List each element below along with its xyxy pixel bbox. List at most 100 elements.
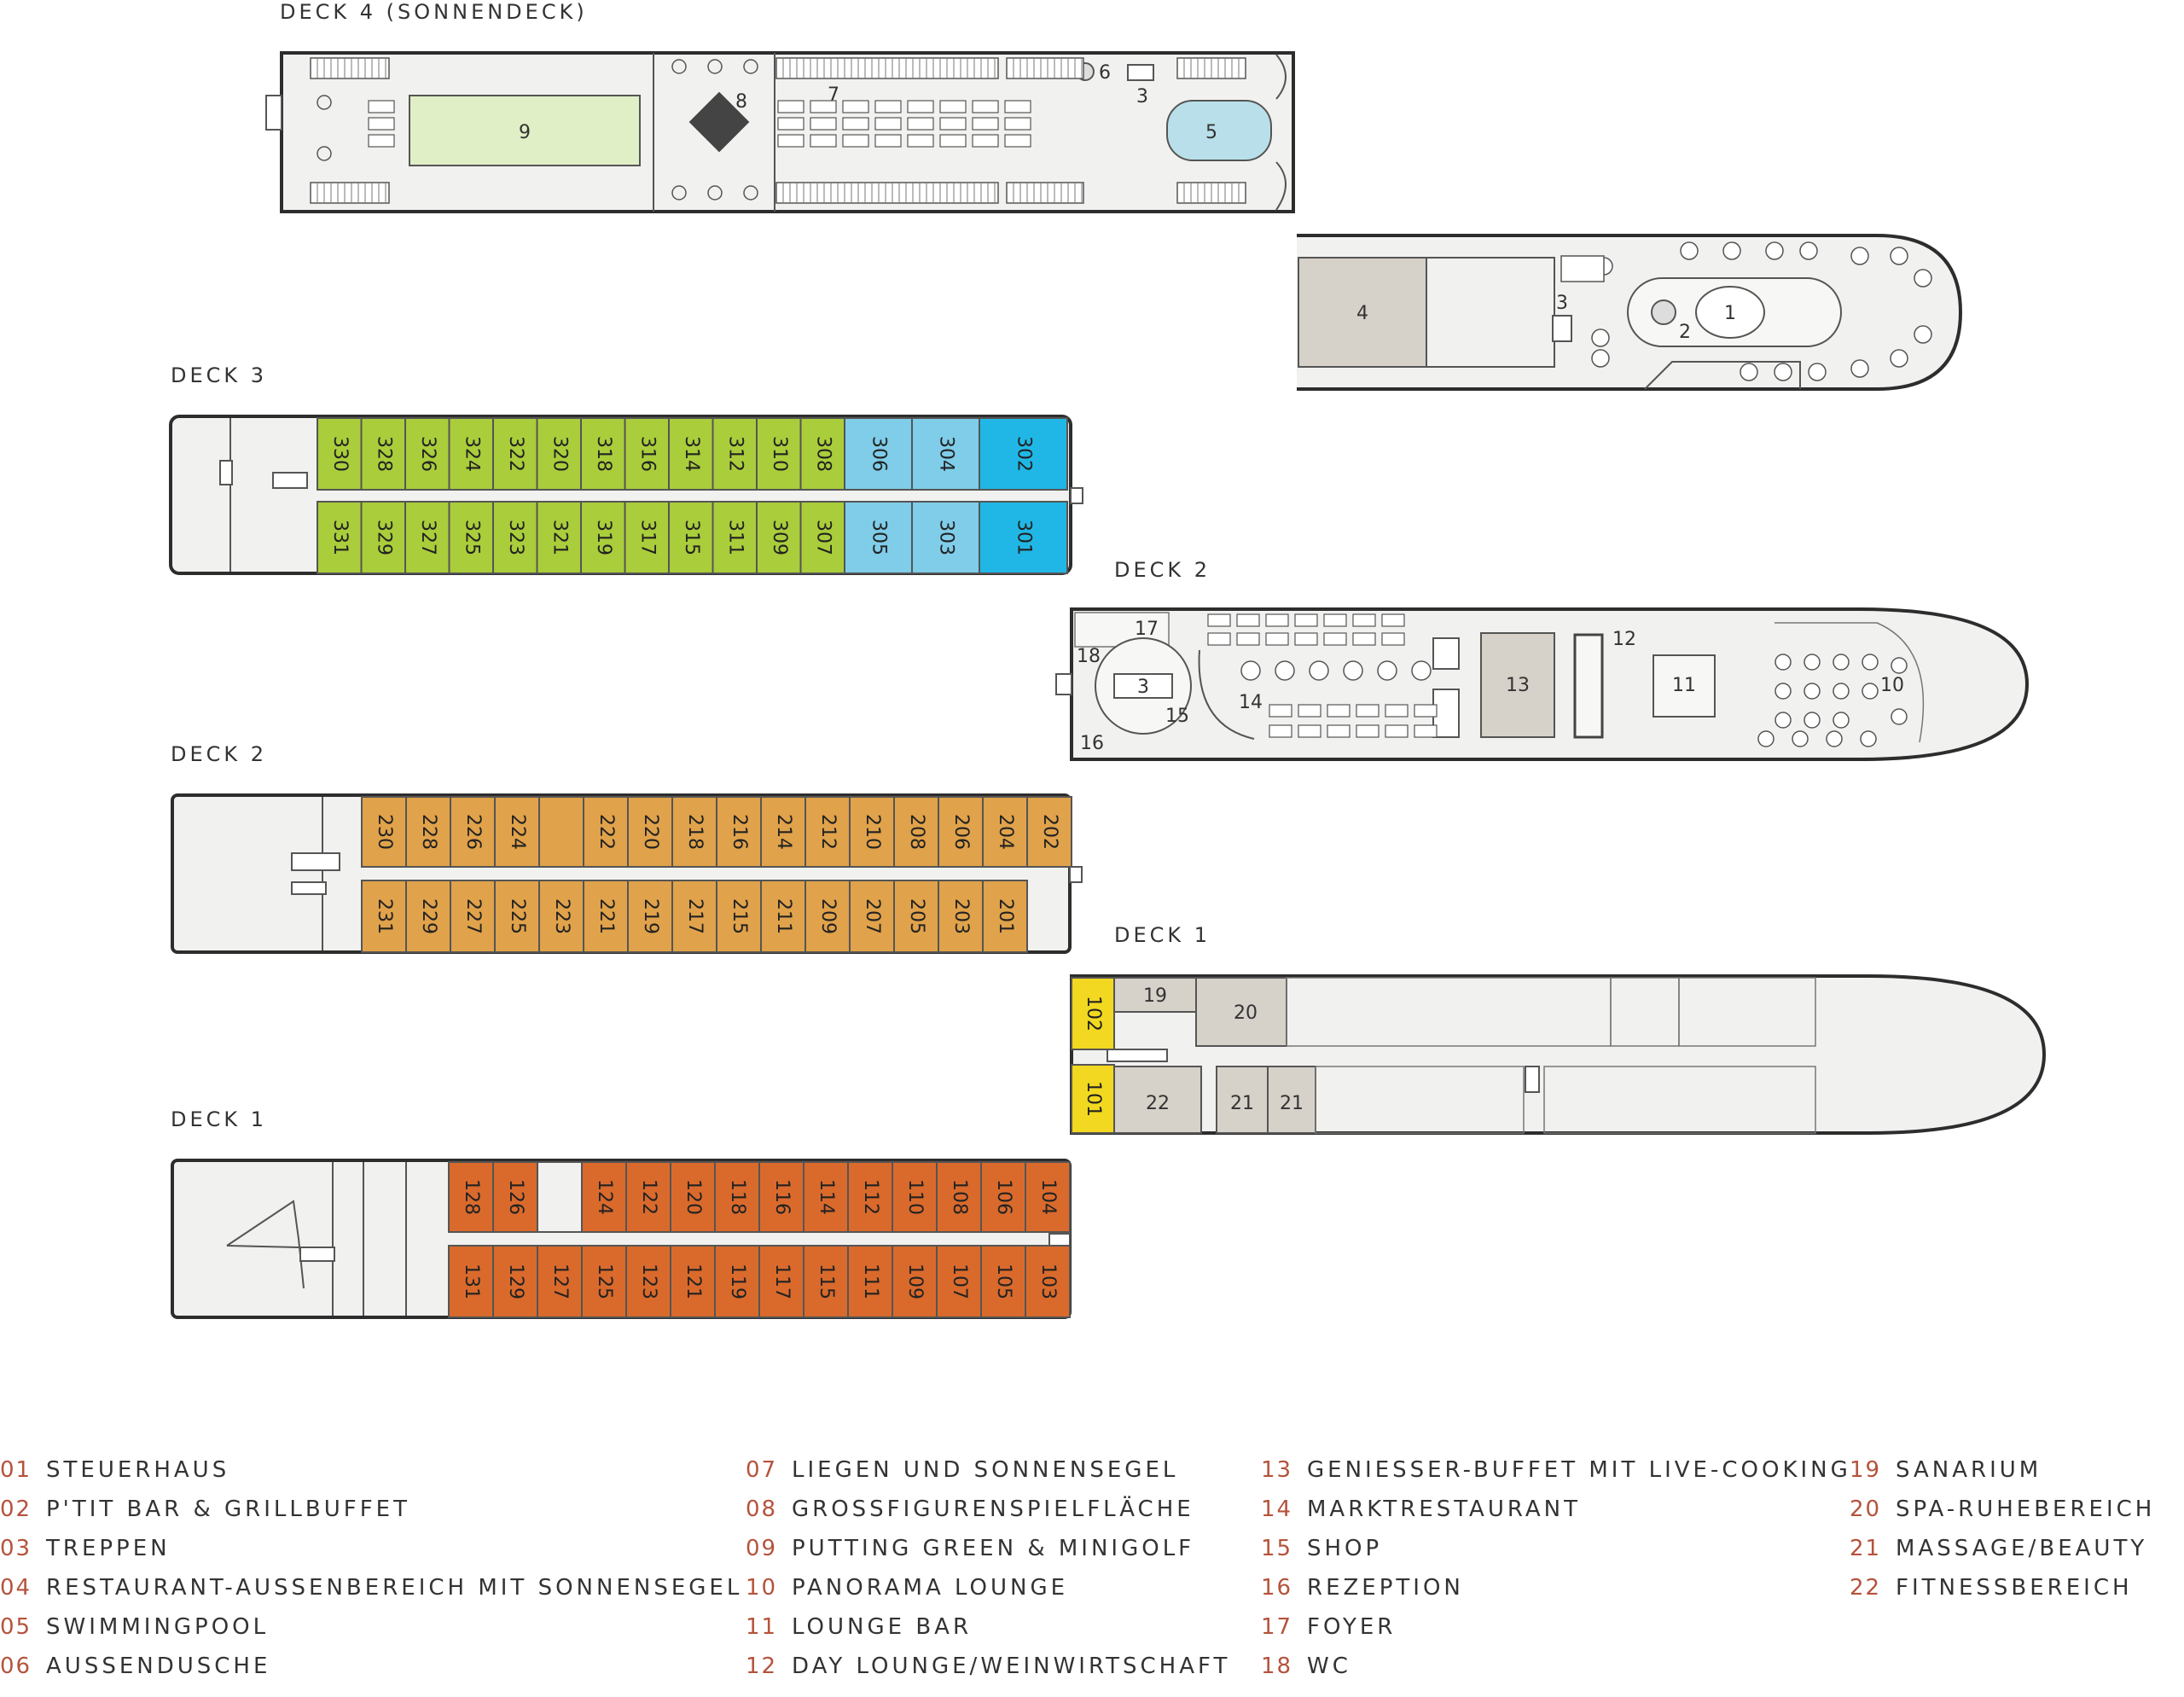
putting-green <box>409 95 641 166</box>
cabin-105 <box>980 1245 1026 1318</box>
cabin-110-label: 110 <box>904 1179 926 1215</box>
table-icon <box>317 95 332 110</box>
legend-number: 07 <box>746 1457 778 1483</box>
table-icon <box>1850 247 1869 265</box>
deck4-title: DECK 4 (SONNENDECK) <box>280 0 588 24</box>
cabin-121-label: 121 <box>682 1264 704 1299</box>
sunbed <box>777 100 804 113</box>
deck1-stairs-mid <box>1525 1066 1540 1093</box>
legend-label: SWIMMINGPOOL <box>46 1614 270 1640</box>
cabin-129-label: 129 <box>505 1264 526 1299</box>
cabin-201 <box>982 880 1028 953</box>
cabin-205 <box>893 880 939 953</box>
legend-label: GENIESSER-BUFFET MIT LIVE-COOKING <box>1307 1457 1851 1483</box>
cabin-129 <box>492 1245 538 1318</box>
cabin-307-label: 307 <box>812 520 834 555</box>
sunbed <box>842 100 869 113</box>
cabin-119 <box>714 1245 760 1318</box>
cabin-227 <box>450 880 496 953</box>
legend-label: GROSSFIGURENSPIELFLÄCHE <box>792 1496 1194 1522</box>
table-icon <box>1890 349 1908 368</box>
legend-label: SHOP <box>1307 1536 1383 1561</box>
legend-label: DAY LOUNGE/WEINWIRTSCHAFT <box>792 1653 1231 1679</box>
cabin-111-label: 111 <box>860 1264 881 1299</box>
cabin-120-label: 120 <box>682 1179 704 1215</box>
table-icon <box>317 146 332 161</box>
legend-number: 20 <box>1850 1496 1882 1522</box>
deck2-public-title: DECK 2 <box>1114 558 1211 582</box>
cabin-227-label: 227 <box>462 898 484 934</box>
sunbed <box>777 117 804 131</box>
deck4-stairs-icon <box>1127 64 1154 81</box>
legend-label: STEUERHAUS <box>46 1457 230 1483</box>
legend-label: TREPPEN <box>46 1536 171 1561</box>
table-icon <box>1265 613 1289 627</box>
bar-icon <box>1651 299 1676 325</box>
cabin-308-label: 308 <box>812 436 834 472</box>
cabin-215 <box>716 880 762 953</box>
table-icon <box>1774 363 1792 381</box>
legend-number: 13 <box>1261 1457 1293 1483</box>
deck3-bow-steps <box>1644 361 1801 390</box>
cabin-201-label: 201 <box>995 898 1016 934</box>
cabin-107 <box>936 1245 982 1318</box>
cabin-311 <box>712 501 758 574</box>
pool-label: 5 <box>1205 122 1217 143</box>
shower-label: 6 <box>1099 62 1111 84</box>
deck1-corridor-stairs <box>299 1247 335 1262</box>
lounger-row <box>310 182 390 204</box>
legend-item: 13 GENIESSER-BUFFET MIT LIVE-COOKING <box>1261 1450 1851 1490</box>
sideboard-a <box>1432 637 1460 670</box>
cabin-314-label: 314 <box>681 436 702 472</box>
table-icon <box>1914 325 1932 344</box>
legend-number: 12 <box>746 1653 778 1679</box>
sunbed <box>907 117 934 131</box>
table-icon <box>1269 704 1292 718</box>
sunbed <box>1004 134 1031 148</box>
cabin-202-label: 202 <box>1039 814 1060 850</box>
table-icon <box>707 185 723 201</box>
cabin-109 <box>892 1245 938 1318</box>
lounge-seat <box>1826 730 1843 747</box>
cabin-117 <box>758 1245 804 1318</box>
lounge-bar <box>1653 654 1716 718</box>
cabin-221-label: 221 <box>595 898 617 934</box>
table-icon <box>1309 660 1329 681</box>
cabin-229 <box>405 880 451 953</box>
table-icon <box>1411 660 1432 681</box>
cabin-114-label: 114 <box>816 1179 837 1215</box>
cabin-110 <box>892 1161 938 1233</box>
spa-label: 20 <box>1234 1003 1258 1024</box>
cabin-226-label: 226 <box>462 814 484 850</box>
wc-label: 18 <box>1077 646 1101 667</box>
cabin-301-label: 301 <box>1014 520 1035 555</box>
cabin-122-label: 122 <box>638 1179 659 1215</box>
cabin-206 <box>938 796 984 868</box>
sunbed <box>874 100 902 113</box>
cabin-309 <box>756 501 802 574</box>
legend-number: 14 <box>1261 1496 1293 1522</box>
deck3-bow-stairs-label: 3 <box>1556 293 1568 314</box>
cabin-327-label: 327 <box>417 520 439 555</box>
sunbed <box>939 117 967 131</box>
table-icon <box>1323 613 1347 627</box>
table-icon <box>1890 247 1908 265</box>
sunbed <box>368 100 395 113</box>
legend-label: FITNESSBEREICH <box>1896 1575 2133 1601</box>
cabin-120 <box>670 1161 716 1233</box>
cabin-123 <box>625 1245 671 1318</box>
sunbed <box>810 100 837 113</box>
lounger-row <box>1006 182 1084 204</box>
market-label: 14 <box>1239 692 1263 713</box>
lounge-seat <box>1774 712 1792 729</box>
table-icon <box>1914 269 1932 288</box>
table-icon <box>1207 632 1231 646</box>
legend-label: REZEPTION <box>1307 1575 1464 1601</box>
